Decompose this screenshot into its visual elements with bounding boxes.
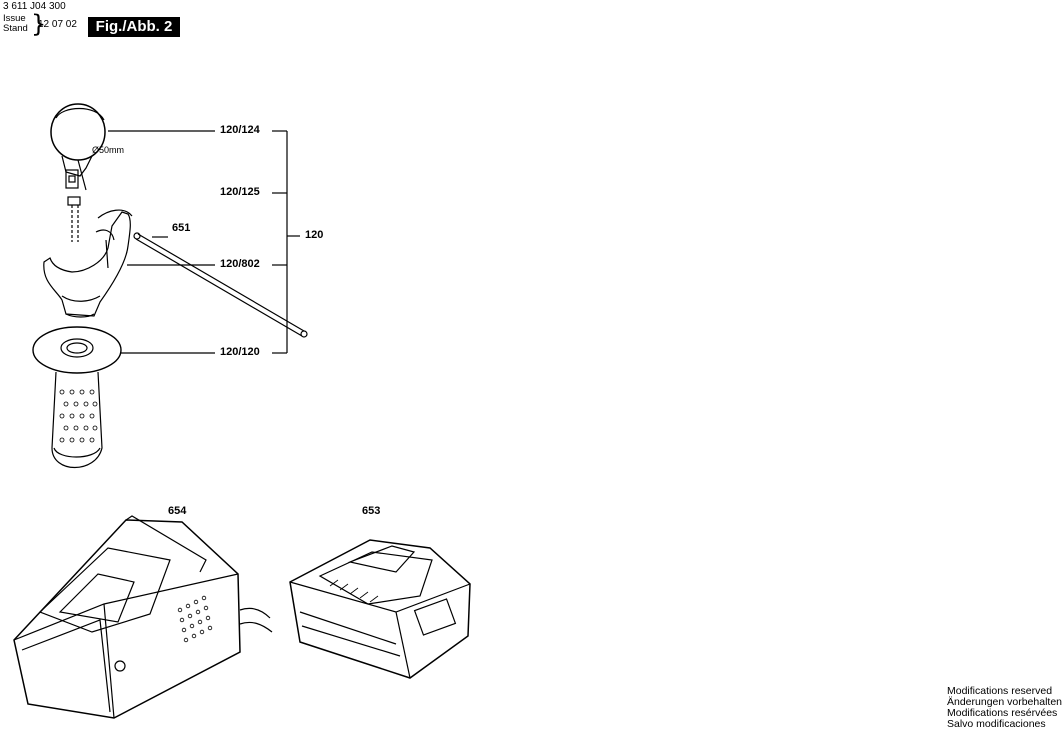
callout-653: 653: [362, 505, 381, 517]
stand-label: Stand: [3, 23, 28, 34]
side-handle-part: [32, 326, 122, 469]
modifications-notice: Modifications reserved Änderungen vorbeh…: [947, 686, 1062, 730]
brace-icon: }: [31, 10, 47, 38]
battery-pack-part: [289, 539, 471, 679]
issue-stand-label: Issue Stand: [3, 14, 28, 34]
note-line: Modifications reserved: [947, 685, 1053, 697]
callout-654: 654: [168, 505, 187, 517]
issue-date: 12 07 02: [38, 19, 77, 30]
battery-charger-part: [13, 515, 273, 719]
diameter-label: Ø50mm: [92, 145, 125, 155]
callout-120: 120: [305, 229, 324, 241]
handle-clamp-part: [43, 209, 133, 318]
callout-120-120: 120/120: [220, 346, 260, 358]
issue-label: Issue: [3, 13, 26, 24]
callout-651: 651: [172, 222, 191, 234]
note-line: Salvo modificaciones: [947, 718, 1046, 730]
clamp-band-part: [50, 103, 106, 191]
leader-lines: [108, 130, 300, 354]
figure-label: Fig./Abb. 2: [88, 17, 180, 37]
depth-gauge-rod: [133, 232, 308, 338]
note-line: Änderungen vorbehalten: [947, 696, 1063, 708]
note-line: Modifications resérvées: [947, 707, 1058, 719]
callout-120-802: 120/802: [220, 258, 260, 270]
part-number: 3 611 J04 300: [3, 1, 66, 12]
callout-120-124: 120/124: [220, 124, 260, 136]
screw-bolt-part: [67, 196, 81, 242]
callout-120-125: 120/125: [220, 186, 260, 198]
